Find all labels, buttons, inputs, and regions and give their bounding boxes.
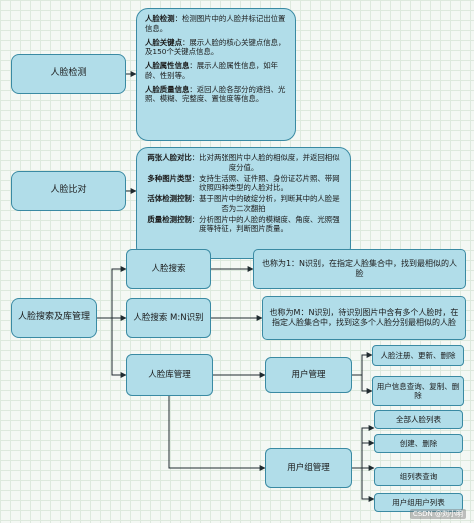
leaf-group-user-list-label: 用户组用户列表	[392, 497, 445, 507]
node-face-search-lib-label: 人脸搜索及库管理	[17, 312, 90, 323]
edge-root-to-lib	[97, 317, 127, 378]
note-search-1n: 也称为1：N识别，在指定人脸集合中，找到最相似的人脸	[253, 249, 466, 289]
node-face-lib-mgmt: 人脸库管理	[126, 354, 213, 396]
node-face-detect: 人脸检测	[11, 54, 126, 94]
edge-lib-to-group	[168, 396, 266, 471]
note-search-mn-text: 也称为M：N识别，待识别图片中含有多个人脸时，在指定人脸集合中，找到这多个人脸分…	[269, 308, 459, 327]
node-face-search-lib: 人脸搜索及库管理	[11, 298, 97, 338]
edge-root-to-search	[97, 266, 127, 319]
detect-desc-text: ：展示人脸的核心关键点信息，及150个关键点信息。	[145, 37, 286, 57]
leaf-group-user-list: 用户组用户列表	[374, 493, 463, 512]
leaf-user-info-query: 用户信息查询、复制、删除	[372, 376, 464, 406]
note-search-1n-text: 也称为1：N识别，在指定人脸集合中，找到最相似的人脸	[261, 259, 458, 278]
node-user-mgmt-label: 用户管理	[291, 369, 326, 380]
detect-desc-key: 人脸质量信息	[145, 84, 190, 94]
compare-desc-row: 多种图片类型：支持生活照、证件照、身份证芯片照、带网纹照四种类型的人脸对比。	[145, 174, 342, 194]
leaf-create-delete: 创建、删除	[374, 434, 463, 453]
node-face-search-mn-label: 人脸搜索 M:N识别	[133, 312, 204, 323]
node-face-search-mn: 人脸搜索 M:N识别	[126, 298, 211, 338]
detect-desc-text: ：返回人脸各部分的遮挡、光照、模糊、完整度、置信度等信息。	[145, 84, 286, 104]
leaf-create-delete-label: 创建、删除	[399, 438, 438, 448]
compare-desc-row: 活体检测控制：基于图片中的破绽分析，判断其中的人脸是否为二次翻拍	[145, 194, 342, 214]
edge-group-to-users	[352, 467, 375, 502]
node-face-search-label: 人脸搜索	[151, 263, 186, 274]
node-face-compare-label: 人脸比对	[50, 185, 87, 196]
detect-desc-row: 人脸质量信息：返回人脸各部分的遮挡、光照、模糊、完整度、置信度等信息。	[145, 85, 287, 105]
compare-desc-text: ：比对两张图片中人脸的相似度，并返回相似度分值。	[191, 153, 340, 172]
node-face-lib-mgmt-label: 人脸库管理	[148, 369, 191, 380]
detect-desc-row: 人脸检测：检测图片中的人脸并标记出位置信息。	[145, 14, 287, 34]
face-compare-description: 两张人脸对比：比对两张图片中人脸的相似度，并返回相似度分值。 多种图片类型：支持…	[136, 147, 351, 259]
node-face-detect-label: 人脸检测	[50, 68, 87, 79]
leaf-user-info-query-label: 用户信息查询、复制、删除	[376, 381, 460, 400]
edge-user-to-register	[352, 352, 373, 376]
edge-user-to-info	[352, 374, 373, 394]
leaf-group-list-query-label: 组列表查询	[399, 471, 438, 481]
leaf-face-register-label: 人脸注册、更新、删除	[380, 350, 456, 360]
node-group-mgmt: 用户组管理	[265, 448, 352, 488]
detect-desc-text: ：展示人脸属性信息，如年龄、性别等。	[145, 61, 279, 80]
detect-desc-row: 人脸属性信息：展示人脸属性信息，如年龄、性别等。	[145, 61, 287, 81]
note-search-mn: 也称为M：N识别，待识别图片中含有多个人脸时，在指定人脸集合中，找到这多个人脸分…	[262, 296, 466, 340]
edge-group-to-create	[352, 440, 375, 469]
leaf-all-face-list-label: 全部人脸列表	[396, 414, 441, 424]
compare-desc-text: ：支持生活照、证件照、身份证芯片照、带网纹照四种类型的人脸对比。	[191, 173, 340, 193]
compare-desc-row: 质量检测控制：分析图片中的人脸的模糊度、角度、光照强度等特征，判断图片质量。	[145, 215, 342, 235]
leaf-face-register: 人脸注册、更新、删除	[372, 345, 464, 366]
node-user-mgmt: 用户管理	[265, 357, 352, 393]
face-detect-description: 人脸检测：检测图片中的人脸并标记出位置信息。 人脸关键点：展示人脸的核心关键点信…	[136, 8, 296, 141]
leaf-group-list-query: 组列表查询	[374, 467, 463, 486]
detect-desc-row: 人脸关键点：展示人脸的核心关键点信息，及150个关键点信息。	[145, 38, 287, 58]
detect-desc-key: 人脸关键点	[145, 37, 182, 47]
watermark: CSDN @刘小明	[409, 509, 466, 519]
node-group-mgmt-label: 用户组管理	[287, 462, 330, 473]
compare-desc-row: 两张人脸对比：比对两张图片中人脸的相似度，并返回相似度分值。	[145, 153, 342, 173]
compare-desc-key: 活体检测控制	[147, 194, 192, 204]
detect-desc-key: 人脸属性信息	[145, 61, 190, 71]
compare-desc-key: 多种图片类型	[147, 173, 192, 183]
detect-desc-key: 人脸检测	[145, 14, 175, 23]
node-face-compare: 人脸比对	[11, 171, 126, 211]
detect-desc-text: ：检测图片中的人脸并标记出位置信息。	[145, 14, 286, 33]
compare-desc-text: ：基于图片中的破绽分析，判断其中的人脸是否为二次翻拍	[191, 194, 340, 213]
compare-desc-key: 质量检测控制	[147, 214, 192, 224]
leaf-all-face-list: 全部人脸列表	[374, 410, 463, 429]
node-face-search: 人脸搜索	[126, 249, 211, 289]
compare-desc-text: ：分析图片中的人脸的模糊度、角度、光照强度等特征，判断图片质量。	[191, 214, 340, 234]
edge-group-to-all	[352, 425, 375, 469]
compare-desc-key: 两张人脸对比	[147, 153, 192, 162]
